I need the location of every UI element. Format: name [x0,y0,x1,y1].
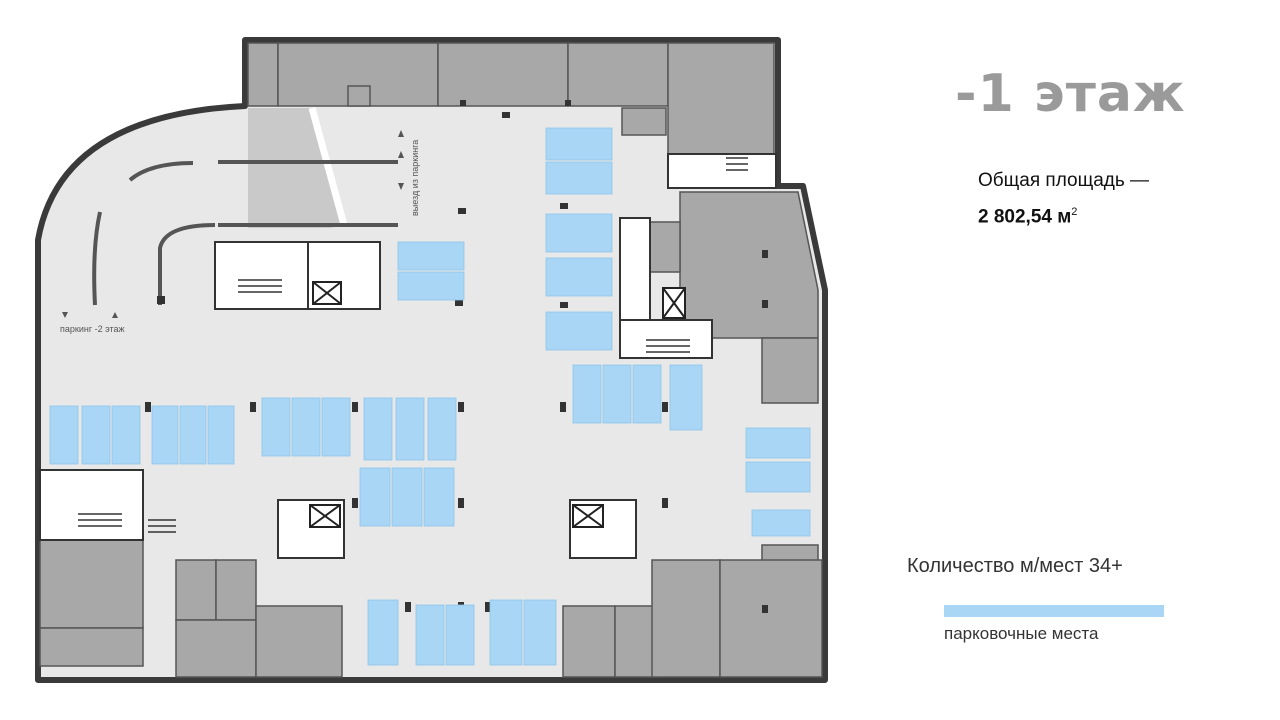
parking-spot-25 [632,364,662,424]
parking-count-text: Количество м/мест 34+ [907,555,1123,577]
parking-spot-31 [415,604,445,666]
structural-columns [145,100,768,613]
right-rooms [649,191,819,588]
parking-spot-2 [545,161,613,195]
parking-spot-19 [427,397,457,461]
parking-spot-8 [49,405,79,465]
ramp [248,108,345,228]
parking-spot-18 [395,397,425,461]
parking-level-2-label: паркинг -2 этаж [60,324,125,334]
area-unit-superscript: 2 [1071,206,1078,218]
parking-spot-15 [291,397,321,457]
top-rooms [247,42,775,155]
total-area-value: 2 802,54 м2 [978,206,1077,228]
parking-spot-11 [151,405,179,465]
parking-spot-34 [523,599,557,666]
parking-spot-14 [261,397,291,457]
parking-spot-27 [745,427,811,459]
parking-spot-33 [489,599,523,666]
parking-spot-28 [745,461,811,493]
parking-spot-16 [321,397,351,457]
total-area-label: Общая площадь — [978,170,1150,191]
driveway-lanes [92,160,398,306]
parking-spot-17 [363,397,393,461]
parking-spots [49,127,811,666]
parking-legend-swatch [944,605,1164,617]
parking-spot-5 [545,311,613,351]
floor-title: -1 этаж [955,64,1186,124]
parking-spot-10 [111,405,141,465]
floor-plan: выезд из паркинга паркинг -2 этаж [35,37,828,683]
parking-spot-13 [207,405,235,465]
direction-arrows [62,130,404,318]
parking-spot-23 [572,364,602,424]
parking-spot-21 [391,467,423,527]
stair-treads [78,157,748,533]
parking-spot-4 [545,257,613,297]
parking-spot-3 [545,213,613,253]
parking-spot-6 [397,241,465,271]
parking-spot-9 [81,405,111,465]
exit-from-parking-label: выезд из паркинга [410,140,420,216]
parking-spot-20 [359,467,391,527]
parking-spot-12 [179,405,207,465]
parking-spot-24 [602,364,632,424]
parking-spot-32 [445,604,475,666]
parking-spot-1 [545,127,613,161]
bottom-rooms [39,539,823,678]
parking-spot-30 [367,599,399,666]
total-area-number: 2 802,54 м [978,206,1072,228]
parking-spot-7 [397,271,465,301]
ramp-divider [308,107,348,226]
parking-legend-label: парковочные места [944,624,1099,643]
elevator-icons [309,281,686,528]
parking-spot-22 [423,467,455,527]
parking-spot-29 [751,509,811,537]
parking-spot-26 [669,364,703,431]
